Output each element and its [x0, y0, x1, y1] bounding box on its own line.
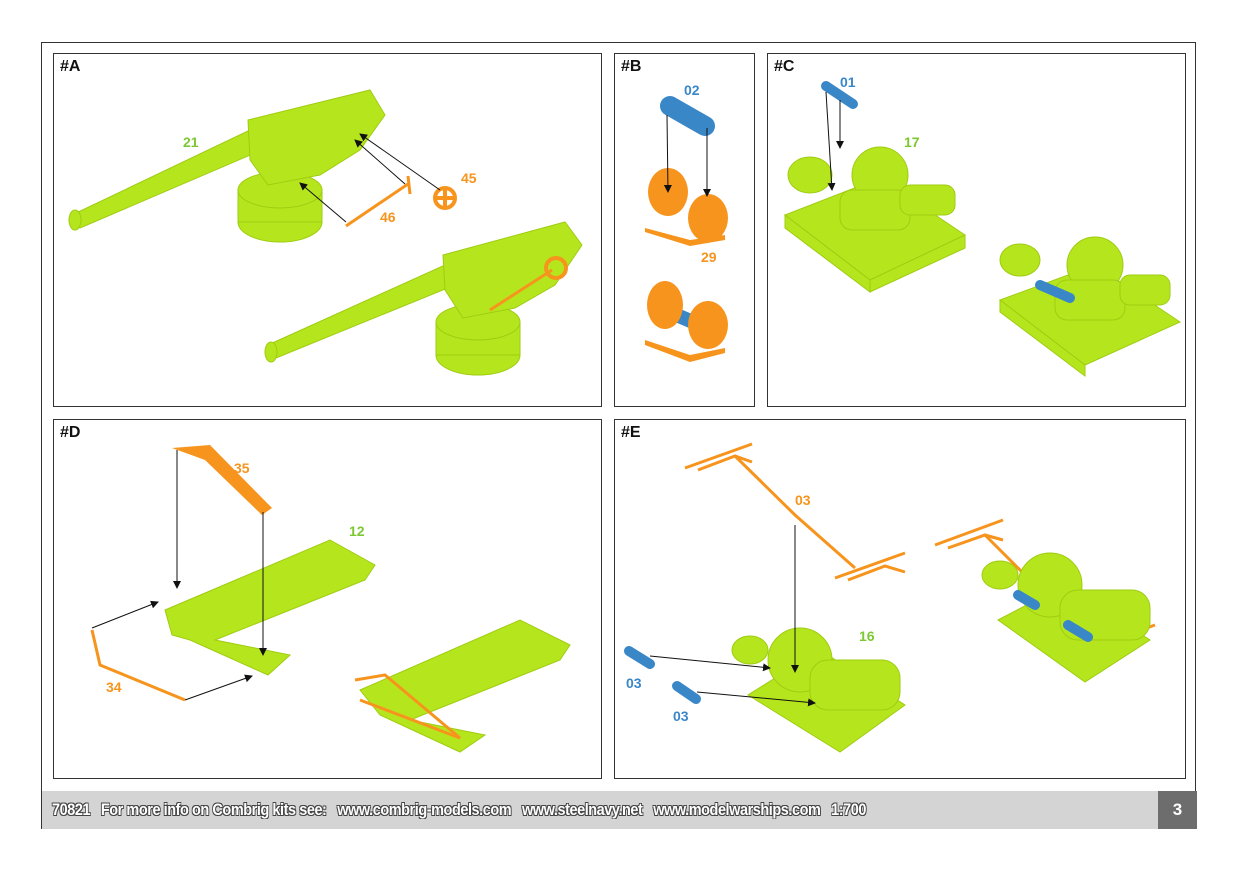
etch-frame-part-03 — [684, 442, 1156, 652]
link-steelnavy[interactable]: www.steelnavy.net — [521, 800, 643, 819]
panel-c: #C — [767, 53, 1186, 407]
link-combrig[interactable]: www.combrig-models.com — [337, 800, 512, 819]
part-label: 29 — [701, 249, 717, 265]
winch-part-16 — [731, 552, 1151, 753]
bracket-part-12 — [164, 539, 571, 753]
page-number: 3 — [1158, 791, 1197, 829]
panel-title: #B — [621, 58, 642, 75]
part-label: 02 — [684, 82, 700, 98]
part-label: 16 — [859, 628, 875, 644]
panel-e: #E — [614, 419, 1186, 779]
resin-shaft-part-01 — [821, 81, 858, 109]
gun-part-21-assembled — [264, 221, 583, 376]
kit-number: 70821 — [52, 800, 91, 819]
winch-part-17 — [783, 146, 1182, 378]
part-label: 17 — [904, 134, 920, 150]
part-label: 46 — [380, 209, 396, 225]
part-label: 45 — [461, 170, 477, 186]
rod-part-46 — [345, 175, 553, 312]
part-label: 03 — [673, 708, 689, 724]
footer-bar: 70821 For more info on Combrig kits see:… — [42, 791, 1158, 829]
part-label: 03 — [626, 675, 642, 691]
panel-title: #E — [621, 424, 641, 441]
scale: 1:700 — [831, 800, 867, 819]
panel-title: #C — [774, 58, 795, 75]
part-label: 35 — [234, 460, 250, 476]
panel-title: #D — [60, 424, 81, 441]
part-label: 01 — [840, 74, 856, 90]
resin-shaft-part-03 — [624, 590, 1093, 704]
gun-part-21 — [68, 89, 386, 243]
panel-d: #D — [53, 419, 602, 779]
info-text: For more info on Combrig kits see: — [100, 800, 327, 819]
part-label: 34 — [106, 679, 122, 695]
etch-part-34 — [90, 629, 461, 740]
panel-a: #A — [53, 53, 602, 407]
handwheel-part-45 — [433, 186, 568, 280]
part-label: 03 — [795, 492, 811, 508]
part-label: 21 — [183, 134, 199, 150]
part-label: 12 — [349, 523, 365, 539]
reel-part-29 — [645, 168, 728, 362]
footer-text: 70821 For more info on Combrig kits see:… — [52, 800, 866, 820]
etch-part-35 — [172, 445, 272, 515]
panel-b: #B — [614, 53, 755, 407]
link-modelwarships[interactable]: www.modelwarships.com — [653, 800, 821, 819]
panel-title: #A — [60, 58, 81, 75]
